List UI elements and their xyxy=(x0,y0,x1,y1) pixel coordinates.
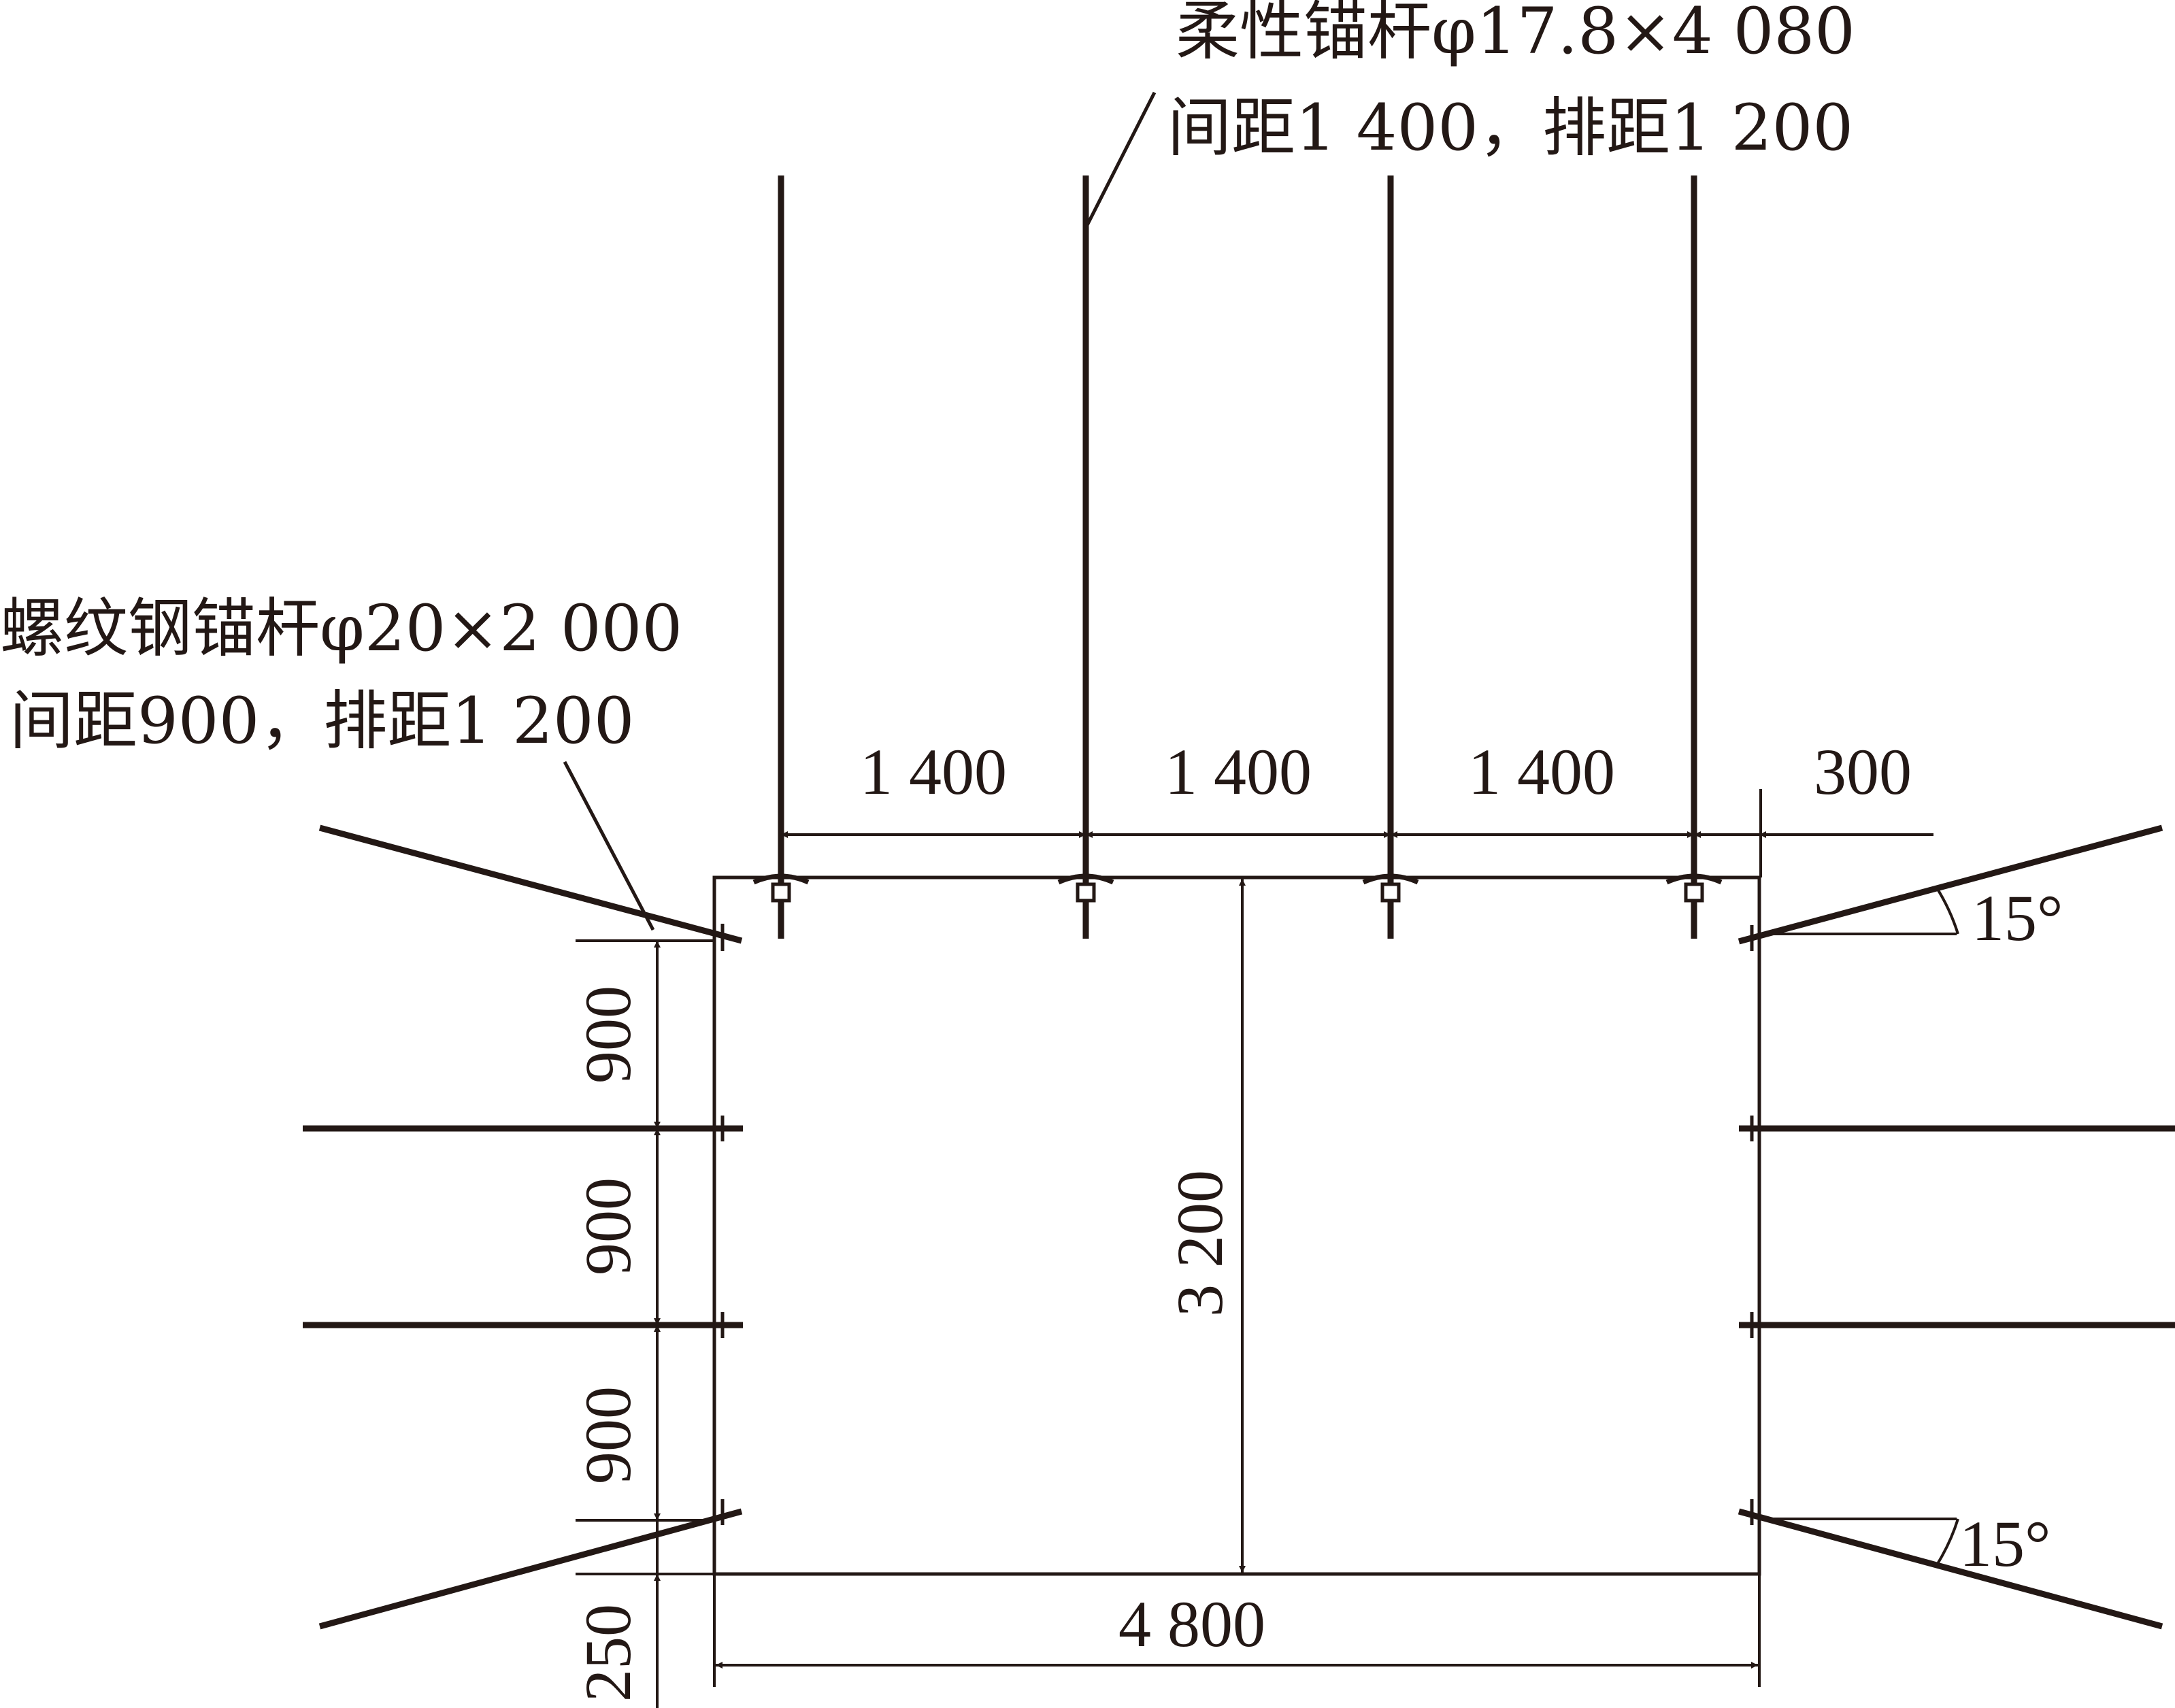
roof-cable-bolts xyxy=(752,175,1723,939)
cable-bolt-spacing: 间距1 400，排距1 200 xyxy=(1167,91,1853,165)
dim-width: 4 800 xyxy=(1118,1588,1265,1660)
left-rib-bolts xyxy=(303,824,743,1630)
angle-top-label: 15° xyxy=(1972,882,2063,954)
rebar-leader xyxy=(563,760,655,931)
cable-bolt-spec: 柔性锚杆φ17.8×4 080 xyxy=(1176,0,1855,69)
dimension-lines xyxy=(576,789,1959,1708)
rebar-bolt-spec: 螺纹钢锚杆φ20×2 000 xyxy=(0,592,682,666)
cable-bolt xyxy=(1057,175,1114,939)
rebar-bolt xyxy=(318,824,743,944)
dim-height: 3 200 xyxy=(1163,1170,1236,1317)
rebar-bolt xyxy=(1738,824,2163,945)
rebar-bolt-spacing: 间距900，排距1 200 xyxy=(10,684,635,758)
leader-lines xyxy=(563,91,1157,931)
dim-left-spacing-3: 900 xyxy=(571,1386,644,1484)
dim-left-spacing-2: 900 xyxy=(571,1177,644,1275)
cable-bolt xyxy=(752,175,810,939)
dim-left-bottom: 250 xyxy=(571,1604,644,1702)
rebar-bolt xyxy=(1738,1508,2163,1630)
cable-bolt xyxy=(1665,175,1723,939)
angle-bottom-label: 15° xyxy=(1959,1507,2051,1580)
dim-top-spacing-1: 1 400 xyxy=(860,735,1007,808)
dim-top-spacing-3: 1 400 xyxy=(1468,735,1615,808)
right-rib-bolts xyxy=(1738,824,2175,1630)
dim-top-edge: 300 xyxy=(1814,735,1912,808)
cable-leader xyxy=(1084,91,1157,229)
roadway-section xyxy=(712,875,1761,1576)
cable-bolt xyxy=(1362,175,1419,939)
dim-top-spacing-2: 1 400 xyxy=(1165,735,1312,808)
rebar-bolt xyxy=(318,1508,743,1630)
dim-left-spacing-1: 900 xyxy=(571,986,644,1084)
